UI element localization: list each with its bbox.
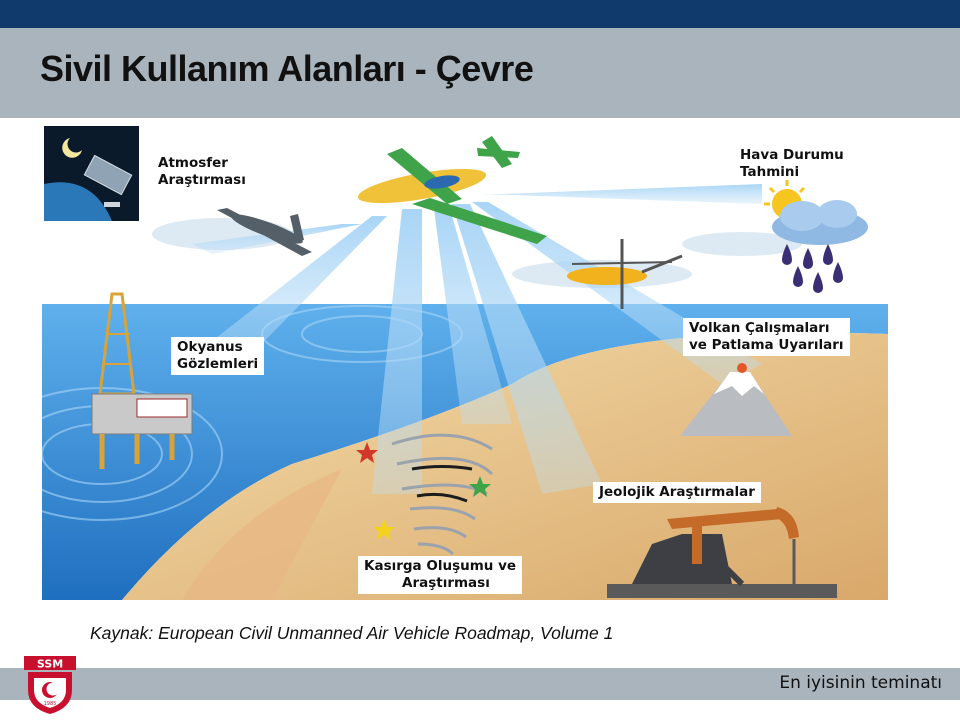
ocean-area [42,304,888,600]
label-ocean-observations: Okyanus Gözlemleri [171,337,265,375]
title-bar [0,28,960,118]
label-line: Tahmini [740,164,800,180]
helicopter-uav [567,239,683,309]
label-line: Jeolojik Araştırmalar [599,484,755,500]
volcano-icon [680,363,792,436]
oil-pump-jack [607,507,837,598]
logo-year: 1985 [44,701,57,707]
offshore-oil-platform [91,292,193,469]
label-weather-forecast: Hava Durumu Tahmini [740,147,844,181]
label-hurricane-research: Kasırga Oluşumu ve Araştırması [358,556,523,594]
label-line: Kasırga Oluşumu ve [364,558,517,574]
label-line: Gözlemleri [177,356,259,372]
footer-bar [0,668,960,700]
label-atmosphere-research: Atmosfer Araştırması [158,155,246,189]
label-line: Okyanus [177,339,243,355]
label-line: Atmosfer [158,155,228,171]
ssm-logo: SSM 1985 [24,656,76,714]
environment-uav-diagram [42,124,888,600]
label-line: ve Patlama Uyarıları [689,337,844,353]
label-line: Hava Durumu [740,147,844,163]
label-line: Araştırması [158,172,246,188]
footer-tagline: En iyisinin teminatı [779,673,942,693]
logo-text: SSM [37,658,63,671]
large-uav-aircraft [357,136,547,244]
small-uav-aircraft [217,208,312,256]
slide-title: Sivil Kullanım Alanları - Çevre [40,48,534,89]
label-line: Volkan Çalışmaları [689,320,830,336]
source-citation: Kaynak: European Civil Unmanned Air Vehi… [90,623,614,643]
label-geology-research: Jeolojik Araştırmalar [593,482,761,503]
top-accent-bar [0,0,960,28]
weather-sun-cloud-icon [764,180,868,293]
label-line: Araştırması [402,575,490,591]
satellite-earth-inset [44,126,139,221]
hurricane-star-markers [356,442,491,540]
sandbar [182,469,342,600]
label-volcano-studies: Volkan Çalışmaları ve Patlama Uyarıları [683,318,850,356]
